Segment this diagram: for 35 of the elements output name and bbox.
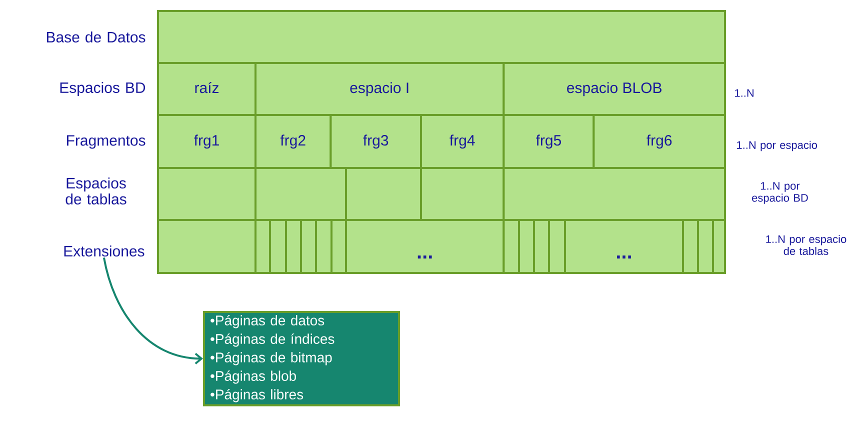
grid-cell <box>420 167 505 221</box>
list-box: •Páginas de datos •Páginas de índices •Páginas de bitmap •Páginas blob •Páginas libres <box>203 311 400 406</box>
grid-cell <box>300 218 317 274</box>
row-label: Espacios de tablas <box>66 177 126 204</box>
grid-cell <box>548 218 566 274</box>
curved-arrow <box>102 257 204 364</box>
grid-cell <box>697 218 714 274</box>
grid-cell: frg2 <box>254 114 332 169</box>
annotation: 1..N por espacio <box>737 140 818 152</box>
annotation: 1..N por espacio BD <box>752 182 808 204</box>
grid-cell <box>285 218 302 274</box>
grid-cell <box>330 218 347 274</box>
row-label: Extensiones <box>64 245 144 256</box>
row-label: Base de Datos <box>46 31 146 42</box>
grid-cell <box>712 218 726 274</box>
annotation: 1..N por espacio de tablas <box>766 234 846 256</box>
grid-cell <box>254 218 271 274</box>
grid-cell <box>682 218 699 274</box>
annotation: 1..N <box>735 89 754 97</box>
row-label: Fragmentos <box>67 135 146 149</box>
grid-cell: frg5 <box>502 114 595 169</box>
grid-cell: frg3 <box>330 114 422 169</box>
grid-cell: frg1 <box>157 114 256 169</box>
grid-cell <box>315 218 332 274</box>
grid-cell <box>157 167 256 221</box>
row-label: Espacios BD <box>60 82 146 96</box>
grid-cell <box>502 218 520 274</box>
grid-cell: raíz <box>157 62 256 116</box>
grid-cell: frg6 <box>592 114 726 169</box>
grid-cell <box>345 167 422 221</box>
grid-cell <box>518 218 535 274</box>
grid-cell <box>254 167 347 221</box>
grid-cell <box>269 218 287 274</box>
grid-cell: frg4 <box>420 114 505 169</box>
grid-cell <box>533 218 550 274</box>
